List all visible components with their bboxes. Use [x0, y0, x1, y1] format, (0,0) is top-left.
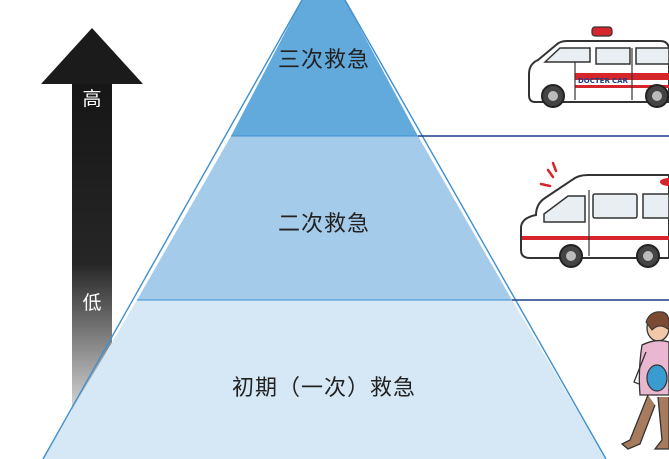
arrow-high-label: 高 — [82, 88, 102, 110]
doctor-car-text-right: CAR — [612, 77, 629, 85]
severity-arrow-head — [41, 28, 143, 84]
tier-top-label: 三次救急 — [277, 48, 371, 73]
pyramid-left-edge — [42, 0, 303, 459]
doctor-car-text-left: DOCTER — [578, 77, 610, 85]
arrow-low-label: 低 — [82, 292, 102, 314]
tier-bottom-label: 初期（一次）救急 — [231, 376, 417, 401]
tier-middle-shape — [137, 136, 512, 300]
ambulance-illustration — [520, 161, 669, 268]
severity-arrow — [41, 28, 143, 412]
tier-top-shape — [231, 0, 418, 136]
tier-middle-label: 二次救急 — [277, 212, 371, 237]
tier-bottom-shape — [43, 300, 606, 459]
doctor-car-illustration: DOCTER CAR — [528, 26, 669, 108]
walking-person-illustration — [620, 311, 669, 450]
pyramid — [42, 0, 607, 459]
pyramid-right-edge — [344, 0, 607, 459]
